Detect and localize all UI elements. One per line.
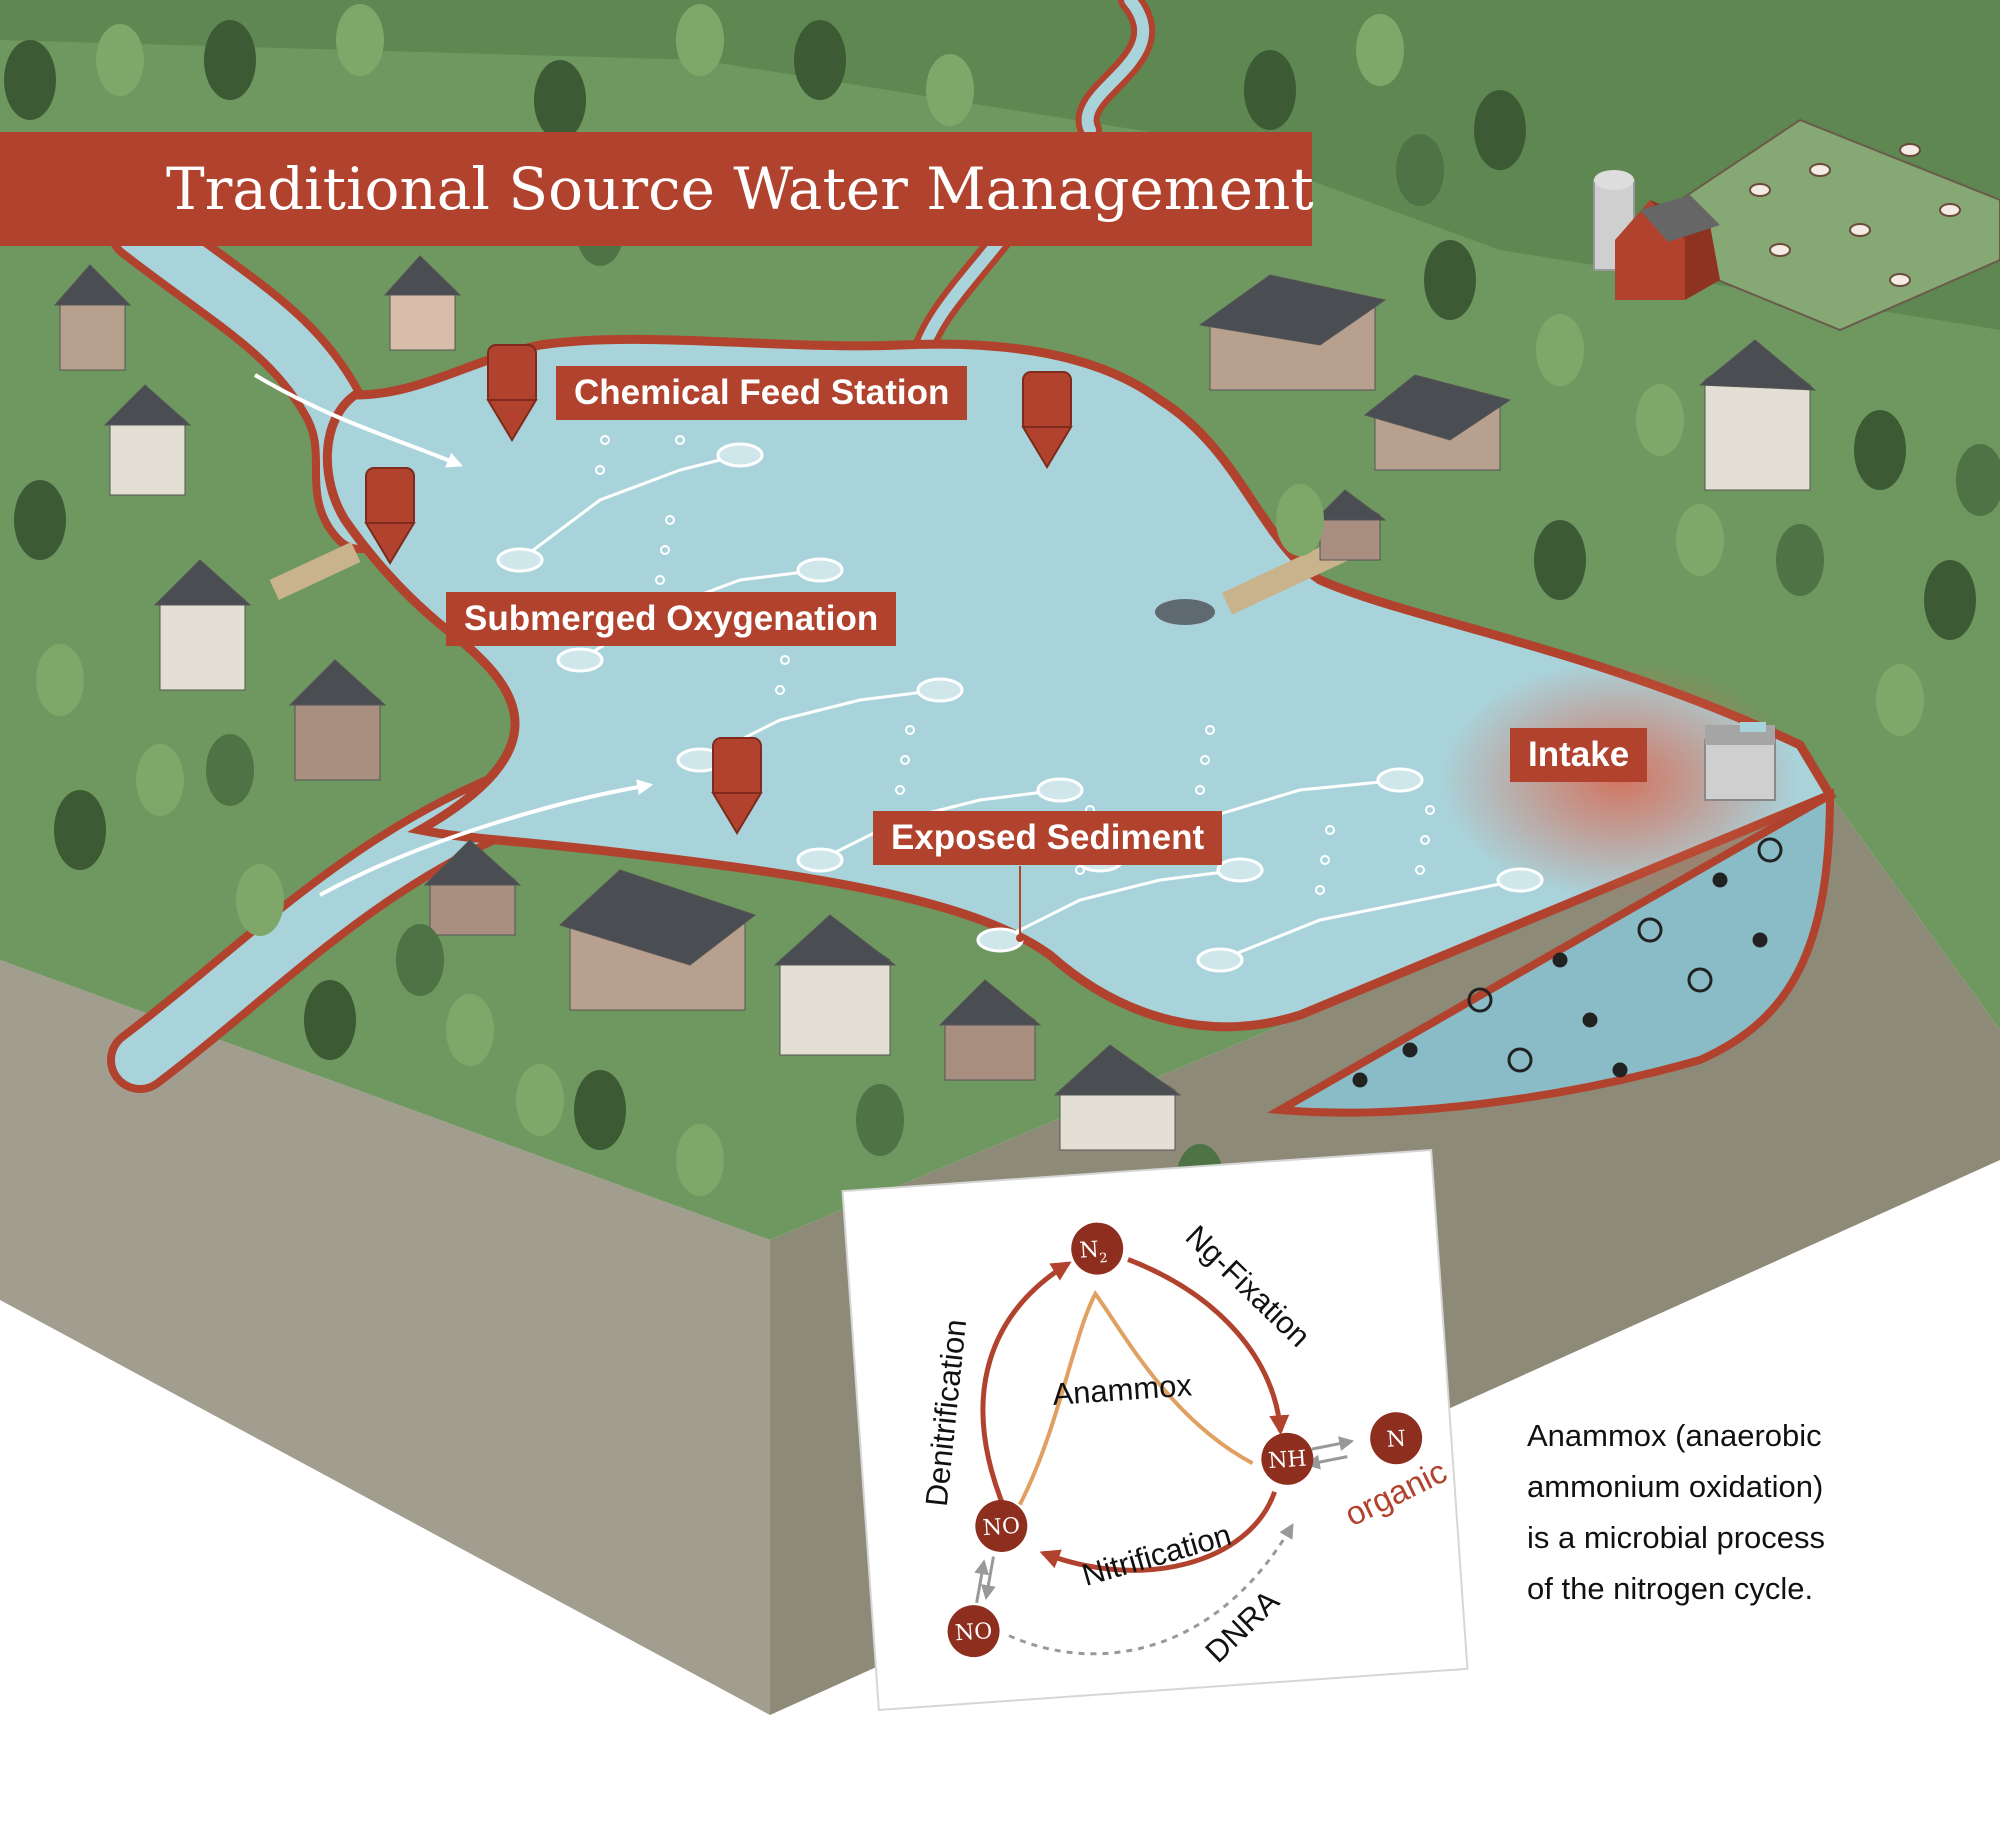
caption-line: ammonium oxidation) <box>1527 1469 1824 1504</box>
flow-arrow-upper <box>253 373 463 468</box>
flow-arrow-lower <box>319 779 654 897</box>
nitrification-arc <box>1039 1490 1277 1573</box>
anammox-arc <box>1018 1290 1254 1506</box>
node-circles <box>947 1222 1423 1658</box>
card-background <box>841 1148 1469 1712</box>
node-labels: N2 NH N NO NO <box>954 1237 1407 1647</box>
trees <box>4 4 2000 1216</box>
boat <box>1155 599 1215 625</box>
microbes <box>1352 837 1783 1088</box>
aerator-disks <box>496 442 1544 973</box>
caption-line: is a microbial process <box>1527 1520 1826 1555</box>
nh-node-label: NH <box>1267 1447 1307 1475</box>
page-title: Traditional Source Water Management <box>0 132 1314 246</box>
dock-left <box>269 542 361 600</box>
denitrification-arc <box>980 1261 1072 1512</box>
n2-node-label: N2 <box>1079 1237 1108 1268</box>
caption-line: of the nitrogen cycle. <box>1527 1571 1814 1606</box>
intake-label: Intake <box>1510 728 1648 782</box>
cows <box>1749 143 1961 287</box>
exposed-sediment-label: Exposed Sediment <box>873 811 1223 865</box>
intake-building <box>1704 722 1776 801</box>
barn <box>1615 195 1720 300</box>
houses <box>53 255 1817 1151</box>
caption-line: Anammox (anaerobic <box>1527 1418 1822 1453</box>
reservoir-cross-section <box>1266 788 1835 1117</box>
no-lower-node-label: NO <box>954 1619 993 1647</box>
reservoir-water <box>322 334 1837 1032</box>
norg-node-label: N <box>1386 1427 1407 1453</box>
nfixation-arc <box>1127 1257 1290 1436</box>
dnra-arc <box>1008 1523 1294 1656</box>
no-upper-node-label: NO <box>982 1514 1021 1542</box>
nitrogen-cycle-card: N2 NH N NO NO Denitrification Ng-Fixatio… <box>841 1148 1469 1712</box>
anammox-caption: Anammox (anaerobic ammonium oxidation) i… <box>1527 1410 1987 1614</box>
chemical-feed-station-label: Chemical Feed Station <box>556 366 968 420</box>
chemical-feed-tanks <box>364 344 1073 835</box>
block-left-side <box>0 960 770 1715</box>
submerged-oxygenation-label: Submerged Oxygenation <box>446 592 897 646</box>
